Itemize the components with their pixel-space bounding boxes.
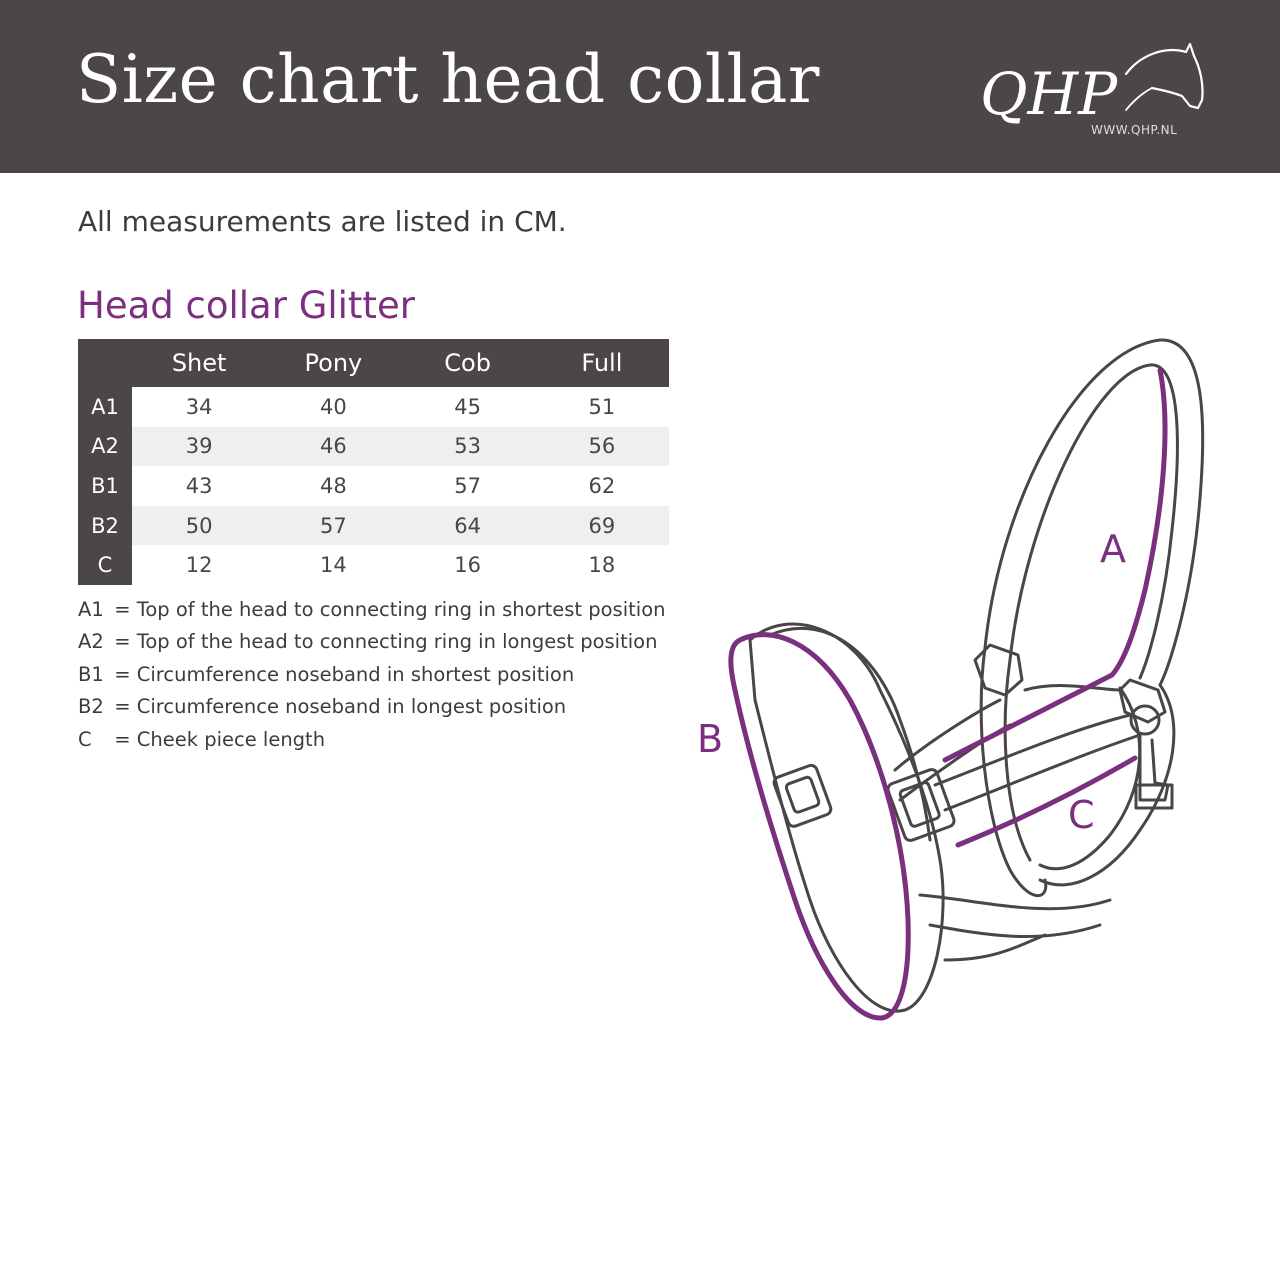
legend-text: = Top of the head to connecting ring in …: [114, 598, 666, 621]
table-cell: 34: [185, 394, 213, 419]
table-header-row: Shet Pony Cob Full: [78, 339, 669, 387]
legend-code: A2: [78, 630, 104, 654]
legend-item: C = Cheek piece length: [78, 724, 665, 756]
header-bar: Size chart head collar QHP WWW.QHP.NL: [0, 0, 1280, 173]
measurement-lines: [728, 367, 1168, 1021]
table-cell: 50: [132, 505, 267, 546]
table-cell: 39: [132, 426, 267, 467]
table-cell: 57: [266, 505, 401, 546]
table-cell: 40: [320, 394, 347, 419]
column-header: Cob: [400, 339, 535, 387]
diagram-label-c: C: [1068, 793, 1095, 837]
legend-item: A1 = Top of the head to connecting ring …: [78, 594, 665, 626]
column-header: Pony: [266, 339, 401, 387]
legend-text: = Cheek piece length: [114, 727, 326, 751]
row-label: B2: [78, 505, 132, 546]
table-corner-cell: [78, 339, 132, 387]
measurement-line-a: [942, 367, 1168, 763]
logo-url: WWW.QHP.NL: [1091, 123, 1177, 137]
legend-code: C: [78, 727, 92, 751]
legend-text: = Top of the head to connecting ring in …: [114, 630, 658, 654]
measurement-line-c: [955, 755, 1138, 848]
legend-code: B2: [78, 695, 104, 719]
row-label: A2: [78, 426, 132, 467]
row-label: C: [78, 545, 132, 585]
measurement-line-b: [728, 632, 911, 1021]
table-cell: 53: [400, 426, 535, 467]
table-cell: 62: [588, 473, 616, 498]
table-cell: 56: [534, 426, 669, 467]
legend-code: A1: [78, 598, 104, 621]
table-cell: 16: [454, 553, 481, 578]
legend-item: A2 = Top of the head to connecting ring …: [78, 626, 665, 658]
size-table: Shet Pony Cob Full A1 34 40 45 51 A2 39 …: [78, 339, 669, 585]
table-row: B2 50 57 64 69: [78, 505, 669, 546]
table-cell: 69: [534, 505, 669, 546]
row-label: A1: [78, 387, 132, 427]
table-row: C 12 14 16 18: [78, 545, 669, 585]
measurement-note: All measurements are listed in CM.: [78, 205, 567, 238]
legend-code: B1: [78, 662, 104, 686]
head-collar-outline: [748, 338, 1205, 1013]
qhp-logo: QHP WWW.QHP.NL: [980, 42, 1204, 137]
measurement-legend: A1 = Top of the head to connecting ring …: [78, 594, 665, 756]
column-header: Shet: [132, 339, 267, 387]
legend-text: = Circumference noseband in longest posi…: [114, 695, 567, 719]
product-title: Head collar Glitter: [77, 284, 415, 327]
head-collar-diagram: A B C: [697, 338, 1205, 1021]
page-title: Size chart head collar: [76, 41, 820, 118]
diagram-label-b: B: [697, 717, 723, 761]
logo-wordmark: QHP: [980, 60, 1118, 128]
table-cell: 43: [185, 473, 213, 498]
diagram-label-a: A: [1100, 527, 1126, 571]
table-row: B1 43 48 57 62: [78, 466, 669, 506]
table-cell: 48: [320, 473, 347, 498]
table-cell: 14: [320, 553, 347, 578]
row-label: B1: [78, 466, 132, 506]
table-cell: 57: [454, 473, 481, 498]
legend-item: B2 = Circumference noseband in longest p…: [78, 691, 665, 723]
table-cell: 18: [588, 553, 616, 578]
table-cell: 46: [266, 426, 401, 467]
table-cell: 45: [454, 394, 481, 419]
table-cell: 51: [588, 394, 616, 419]
table-cell: 64: [400, 505, 535, 546]
table-cell: 12: [185, 553, 213, 578]
legend-text: = Circumference noseband in shortest pos…: [114, 662, 575, 686]
legend-item: B1 = Circumference noseband in shortest …: [78, 659, 665, 691]
table-row: A1 34 40 45 51: [78, 387, 669, 427]
column-header: Full: [534, 339, 669, 387]
table-row: A2 39 46 53 56: [78, 426, 669, 467]
